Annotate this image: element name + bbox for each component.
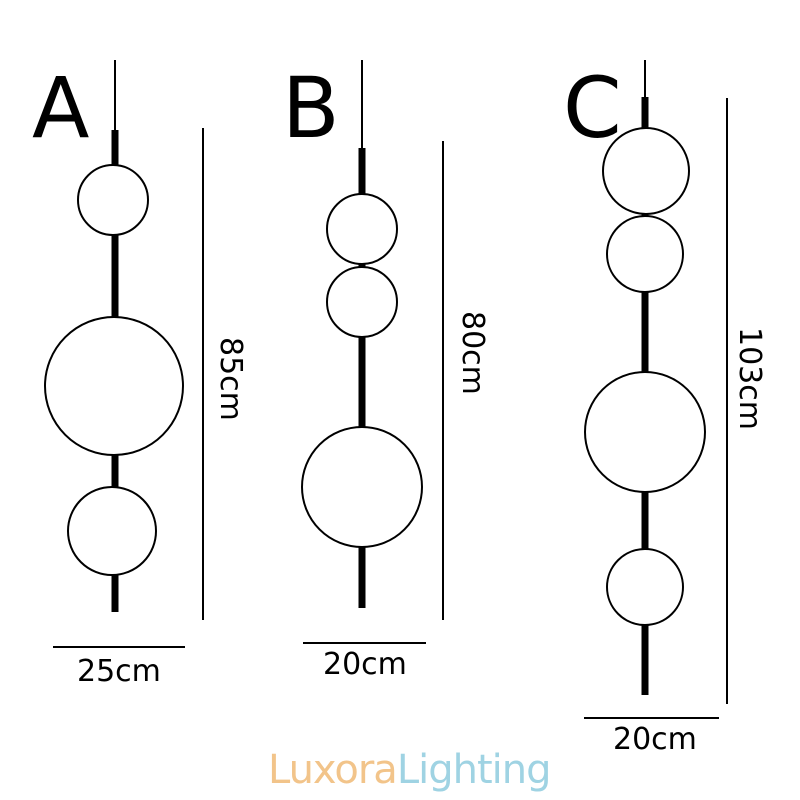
brand-logo: LuxoraLighting <box>268 750 551 790</box>
lamp-c-globe-bottom <box>606 548 684 626</box>
lamp-a-letter: A <box>32 59 90 157</box>
lamp-c-letter: C <box>563 59 622 157</box>
lamp-a-globe-top <box>77 164 149 236</box>
lamp-c-globe-second <box>606 215 684 293</box>
lamp-a-height-label: 85cm <box>213 337 248 421</box>
lamp-b-globe-bottom <box>301 426 423 548</box>
lamp-a-globe-bottom <box>67 486 157 576</box>
lamp-b-width-label: 20cm <box>323 647 407 682</box>
lamp-b-letter: B <box>282 59 340 157</box>
brand-logo-part2: Lighting <box>396 747 552 793</box>
lamp-b-height-label: 80cm <box>455 311 490 395</box>
lamp-a <box>44 60 204 648</box>
brand-logo-part1: Luxora <box>268 747 398 793</box>
lamp-b-globe-second <box>326 266 398 338</box>
lamp-a-width-label: 25cm <box>77 654 161 689</box>
lamp-c-globe-large <box>584 371 706 493</box>
lamp-c <box>584 60 728 719</box>
lamp-a-globe-middle <box>44 316 184 456</box>
lamp-b-globe-top <box>326 193 398 265</box>
lamp-b <box>301 60 444 644</box>
lamp-c-height-label: 103cm <box>732 327 767 430</box>
lamp-c-width-label: 20cm <box>613 722 697 757</box>
lamp-c-globe-top <box>602 127 690 215</box>
